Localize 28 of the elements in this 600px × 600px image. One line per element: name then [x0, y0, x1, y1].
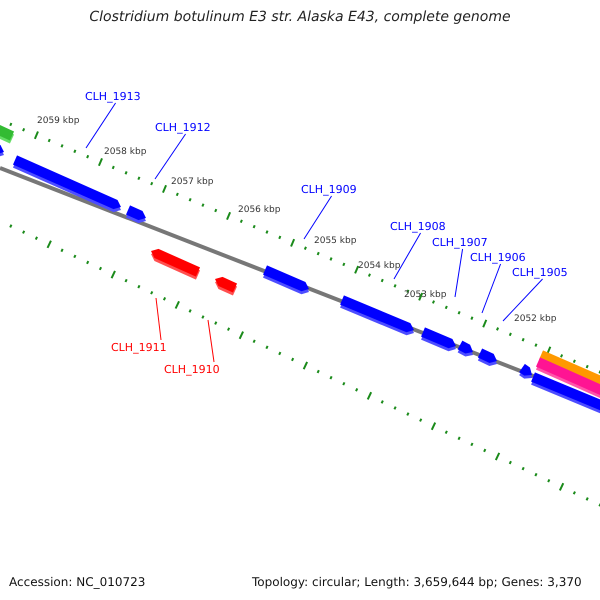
- leader-line: [208, 320, 215, 362]
- footer-text: Topology: circular; Length: 3,659,644 bp; Genes: 3,370: [252, 575, 582, 589]
- position-label: 2055 kbp: [314, 236, 356, 246]
- leader-line: [304, 196, 332, 240]
- leader-line: [502, 278, 544, 322]
- position-label: 2058 kbp: [104, 147, 146, 157]
- position-label: 2059 kbp: [37, 116, 80, 126]
- gene-label: CLH_1913: [85, 90, 141, 103]
- gene-label: CLH_1910: [164, 363, 220, 376]
- leader-line: [156, 298, 162, 340]
- leader-line: [454, 248, 464, 298]
- title: Clostridium botulinum E3 str. Alaska E43, complete genome: [88, 9, 512, 25]
- leader-line: [482, 264, 502, 314]
- leader-line: [394, 232, 422, 280]
- gene-label: CLH_1909: [301, 183, 357, 196]
- position-label: 2052 kbp: [514, 314, 556, 324]
- footer-text: Accession: NC_010723: [9, 575, 146, 589]
- position-label: 2056 kbp: [238, 205, 280, 215]
- gene-label: CLH_1907: [432, 236, 488, 249]
- gene-label: CLH_1912: [155, 121, 211, 134]
- gene-label: CLH_1911: [111, 341, 167, 354]
- gene-label: CLH_1906: [470, 251, 526, 264]
- gene-label: CLH_1905: [512, 266, 568, 279]
- leader-line: [86, 102, 116, 148]
- gene-label: CLH_1908: [390, 220, 446, 233]
- position-label: 2057 kbp: [171, 177, 214, 187]
- position-label: 2054 kbp: [358, 261, 400, 271]
- leader-line: [154, 134, 186, 180]
